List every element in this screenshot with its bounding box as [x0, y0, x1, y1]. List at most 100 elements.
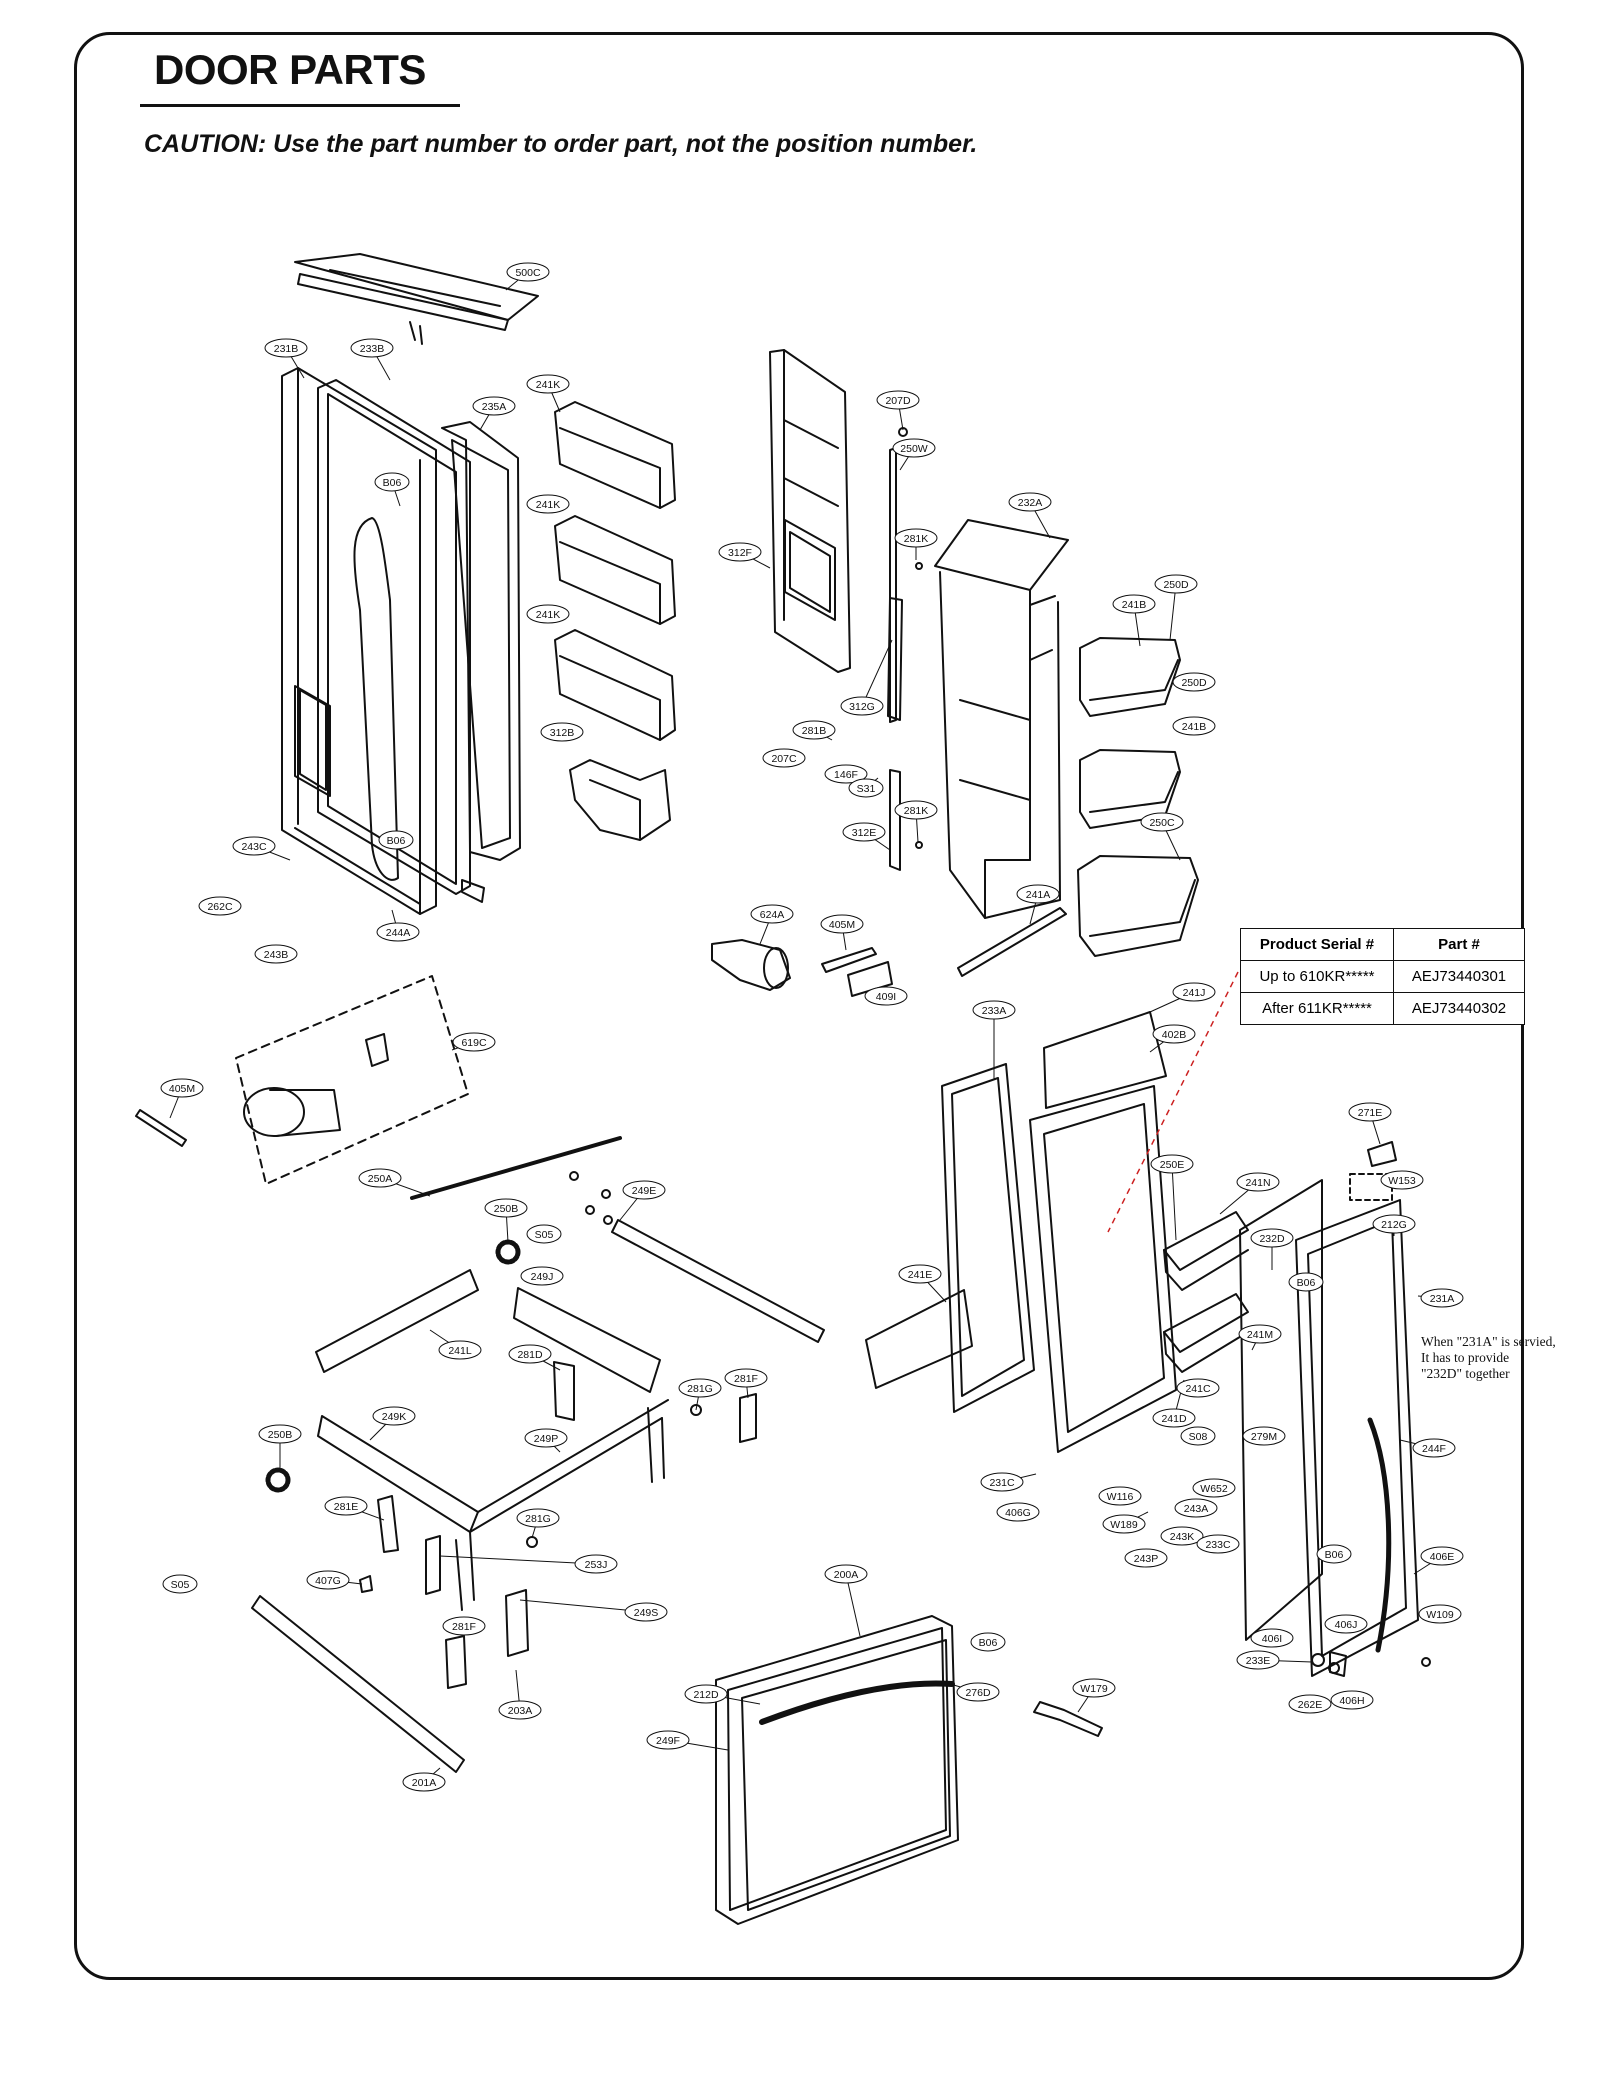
part-label: 241N [1236, 1172, 1280, 1192]
header-part-number: Part # [1393, 928, 1525, 961]
part-label-bubble [824, 1564, 868, 1584]
part-label-text: W189 [1110, 1519, 1138, 1531]
part-label-text: 249J [531, 1271, 554, 1283]
bracket-312b-drawing [569, 759, 671, 841]
part-label-bubble [1152, 1024, 1196, 1044]
part-label-text: 231C [989, 1477, 1015, 1489]
part-label-bubble [622, 1180, 666, 1200]
part-label-text: 212G [1381, 1219, 1407, 1231]
part-label: 146F [824, 764, 868, 784]
part-label-bubble [892, 438, 936, 458]
part-label-bubble [840, 696, 884, 716]
part-label-bubble [1008, 492, 1052, 512]
part-label-bubble [1192, 1478, 1236, 1498]
part-label-bubble [506, 262, 550, 282]
part-label-text: 262C [207, 901, 233, 913]
part-label: 233B [350, 338, 394, 358]
part-label-bubble [894, 528, 938, 548]
part-label-text: 250D [1163, 579, 1189, 591]
part-label-bubble [258, 1424, 302, 1444]
part-label-bubble [970, 1632, 1006, 1652]
part-label-bubble [402, 1772, 446, 1792]
part-label-text: 243A [1184, 1503, 1209, 1515]
part-label-bubble [718, 542, 762, 562]
part-label: 250B [258, 1424, 302, 1444]
part-label-bubble [1112, 594, 1156, 614]
part-label-bubble [876, 390, 920, 410]
part-label: 241E [898, 1264, 942, 1284]
part-label-bubble [646, 1730, 690, 1750]
part-label-bubble [324, 1496, 368, 1516]
part-label-bubble [824, 764, 868, 784]
part-label-text: 619C [461, 1037, 487, 1049]
group-619c-drawing [235, 975, 469, 1185]
part-label-text: 241M [1247, 1329, 1273, 1341]
filter-624a-drawing [711, 939, 791, 991]
part-label: 207D [876, 390, 920, 410]
leader-line [1171, 1163, 1177, 1241]
part-281e-drawing [377, 1495, 399, 1553]
right-liner-232a-drawing [934, 519, 1069, 919]
part-label-text: 233C [1205, 1539, 1231, 1551]
part-label-bubble [1016, 884, 1060, 904]
part-label-bubble [898, 1264, 942, 1284]
gear-250b-top-drawing [495, 1239, 521, 1265]
part-label-text: W109 [1426, 1609, 1454, 1621]
part-label-bubble [1160, 1526, 1204, 1546]
part-label-text: 249E [632, 1185, 657, 1197]
part-label-bubble [1072, 1678, 1116, 1698]
part-label-text: 312F [728, 547, 752, 559]
part-281f-top-drawing [739, 1393, 757, 1443]
part-281f-bottom-drawing [445, 1635, 467, 1689]
part-label-bubble [1196, 1534, 1240, 1554]
part-label: 231C [980, 1472, 1024, 1492]
part-label: 281B [792, 720, 836, 740]
part-label-bubble [750, 904, 794, 924]
box-w153-drawing [1349, 1173, 1393, 1201]
part-label-text: 235A [482, 401, 507, 413]
part-label-text: 406H [1339, 1695, 1364, 1707]
part-label: 201A [402, 1772, 446, 1792]
part-label-bubble [724, 1368, 768, 1388]
part-label: 312E [842, 822, 886, 842]
part-label: 250D [1154, 574, 1198, 594]
part-label-bubble [516, 1508, 560, 1528]
part-label: 241K [526, 494, 570, 514]
door-bins-241k [554, 401, 676, 741]
part-label-bubble [980, 1472, 1024, 1492]
part-label-bubble [1172, 716, 1216, 736]
part-label-text: 207C [771, 753, 797, 765]
part-label: 271E [1348, 1102, 1392, 1122]
part-label-text: 243P [1134, 1553, 1159, 1565]
part-label: 243B [254, 944, 298, 964]
part-label: 212D [684, 1684, 728, 1704]
part-label-text: 402B [1162, 1029, 1187, 1041]
part-label-bubble [1154, 574, 1198, 594]
far-right-door-drawing [1239, 1179, 1419, 1677]
part-label-bubble [1172, 672, 1216, 692]
part-label: B06 [378, 830, 414, 850]
part-label: 207C [762, 748, 806, 768]
table-row: Up to 610KR***** AEJ73440301 [1240, 960, 1525, 993]
part-label-text: 241N [1245, 1177, 1270, 1189]
part-label-text: W652 [1200, 1483, 1228, 1495]
part-label-text: S05 [171, 1579, 190, 1591]
part-label-text: 243B [264, 949, 289, 961]
part-label-text: W116 [1107, 1491, 1134, 1503]
part-label-bubble [956, 1682, 1000, 1702]
part-label: 232D [1250, 1228, 1294, 1248]
part-label: S05 [526, 1224, 562, 1244]
part-label: 243K [1160, 1526, 1204, 1546]
part-label-bubble [842, 822, 886, 842]
part-label-text: 407G [315, 1575, 341, 1587]
service-note-line: When "231A" is servied, [1421, 1334, 1556, 1349]
part-label-bubble [1172, 982, 1216, 1002]
part-label-bubble [378, 830, 414, 850]
part-label-text: 241K [536, 499, 561, 511]
part-label-bubble [1102, 1514, 1146, 1534]
part-label-text: 207D [885, 395, 911, 407]
part-label: 241B [1112, 594, 1156, 614]
part-label-text: 253J [585, 1559, 608, 1571]
part-label-text: 212D [693, 1689, 719, 1701]
